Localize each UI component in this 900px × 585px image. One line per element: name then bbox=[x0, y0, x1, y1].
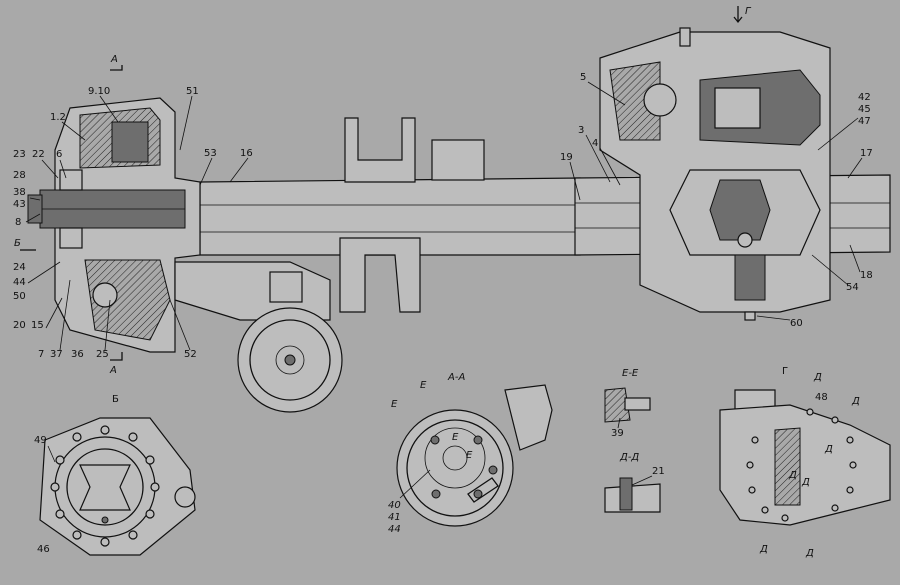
callout-22: 22 bbox=[32, 149, 45, 160]
callout-labels: 1.2 9.10 51 53 16 23 22 6 28 38 43 8 24 … bbox=[13, 72, 873, 555]
cut-marker-d-2: Д bbox=[851, 396, 860, 407]
callout-44-aa: 44 bbox=[388, 524, 401, 535]
cut-marker-b-left: Б bbox=[14, 238, 21, 249]
section-title-ee: Е-Е bbox=[622, 368, 639, 379]
cut-marker-d-3: Д bbox=[824, 444, 833, 455]
section-ee-view bbox=[604, 387, 651, 423]
callout-19: 19 bbox=[560, 152, 573, 163]
callout-45: 45 bbox=[858, 104, 871, 115]
leader-lines bbox=[25, 81, 863, 499]
cut-marker-d-1: Д bbox=[813, 372, 822, 383]
spring-seat-bracket bbox=[339, 117, 485, 313]
callout-51: 51 bbox=[186, 86, 199, 97]
section-title-aa: А-А bbox=[447, 372, 465, 383]
callout-21: 21 bbox=[652, 466, 665, 477]
section-title-b: Б bbox=[112, 394, 119, 405]
cut-marker-e-3: Е bbox=[452, 432, 459, 443]
section-aa-view bbox=[396, 384, 553, 527]
callout-5: 5 bbox=[580, 72, 586, 83]
callout-7: 7 bbox=[38, 349, 44, 360]
cut-marker-e-2: Е bbox=[391, 399, 398, 410]
cut-marker-e-4: Е bbox=[466, 450, 473, 461]
callout-40: 40 bbox=[388, 500, 401, 511]
callout-17: 17 bbox=[860, 148, 873, 159]
callout-43: 43 bbox=[13, 199, 26, 210]
callout-36: 36 bbox=[71, 349, 84, 360]
cut-marker-e-1: Е bbox=[420, 380, 427, 391]
callout-53: 53 bbox=[204, 148, 217, 159]
section-dd-view bbox=[604, 477, 661, 513]
section-title-g: Г bbox=[782, 366, 788, 377]
wheel-hub-assembly bbox=[27, 97, 201, 353]
callout-44: 44 bbox=[13, 277, 26, 288]
arrow-g bbox=[733, 6, 743, 24]
cut-marker-d-6: Д bbox=[759, 544, 768, 555]
section-title-dd: Д-Д bbox=[619, 452, 639, 463]
section-b-view bbox=[39, 417, 196, 556]
callout-16: 16 bbox=[240, 148, 253, 159]
cut-marker-d-7: Д bbox=[805, 548, 814, 559]
callout-4: 4 bbox=[592, 138, 598, 149]
callout-3: 3 bbox=[578, 125, 584, 136]
differential-housing bbox=[599, 27, 831, 321]
callout-1-2: 1.2 bbox=[50, 112, 66, 123]
callout-50: 50 bbox=[13, 291, 26, 302]
callout-46: 46 bbox=[37, 544, 50, 555]
callout-37: 37 bbox=[50, 349, 63, 360]
callout-20: 20 bbox=[13, 320, 26, 331]
cut-marker-g-top: Г bbox=[745, 6, 752, 17]
callout-6: 6 bbox=[56, 149, 62, 160]
cut-marker-d-4: Д bbox=[788, 470, 797, 481]
cut-marker-a-top: А bbox=[110, 54, 118, 65]
callout-15: 15 bbox=[31, 320, 44, 331]
callout-60: 60 bbox=[790, 318, 803, 329]
callout-28: 28 bbox=[13, 170, 26, 181]
callout-48: 48 bbox=[815, 392, 828, 403]
steering-knuckle-drum bbox=[174, 261, 343, 413]
callout-23: 23 bbox=[13, 149, 26, 160]
cut-marker-a-bottom: А bbox=[109, 365, 117, 376]
callout-39: 39 bbox=[611, 428, 624, 439]
callout-42: 42 bbox=[858, 92, 871, 103]
callout-9-10: 9.10 bbox=[88, 86, 110, 97]
callout-49: 49 bbox=[34, 435, 47, 446]
cut-line-a-bottom bbox=[110, 352, 123, 361]
callout-47: 47 bbox=[858, 116, 871, 127]
callout-24: 24 bbox=[13, 262, 26, 273]
cut-marker-d-5: Д bbox=[801, 477, 810, 488]
callout-54: 54 bbox=[846, 282, 859, 293]
callout-41: 41 bbox=[388, 512, 401, 523]
view-g-housing bbox=[719, 389, 891, 526]
cut-line-a-top bbox=[110, 65, 123, 71]
callout-52: 52 bbox=[184, 349, 197, 360]
callout-8: 8 bbox=[15, 217, 21, 228]
callout-38: 38 bbox=[13, 187, 26, 198]
callout-18: 18 bbox=[860, 270, 873, 281]
callout-25: 25 bbox=[96, 349, 109, 360]
